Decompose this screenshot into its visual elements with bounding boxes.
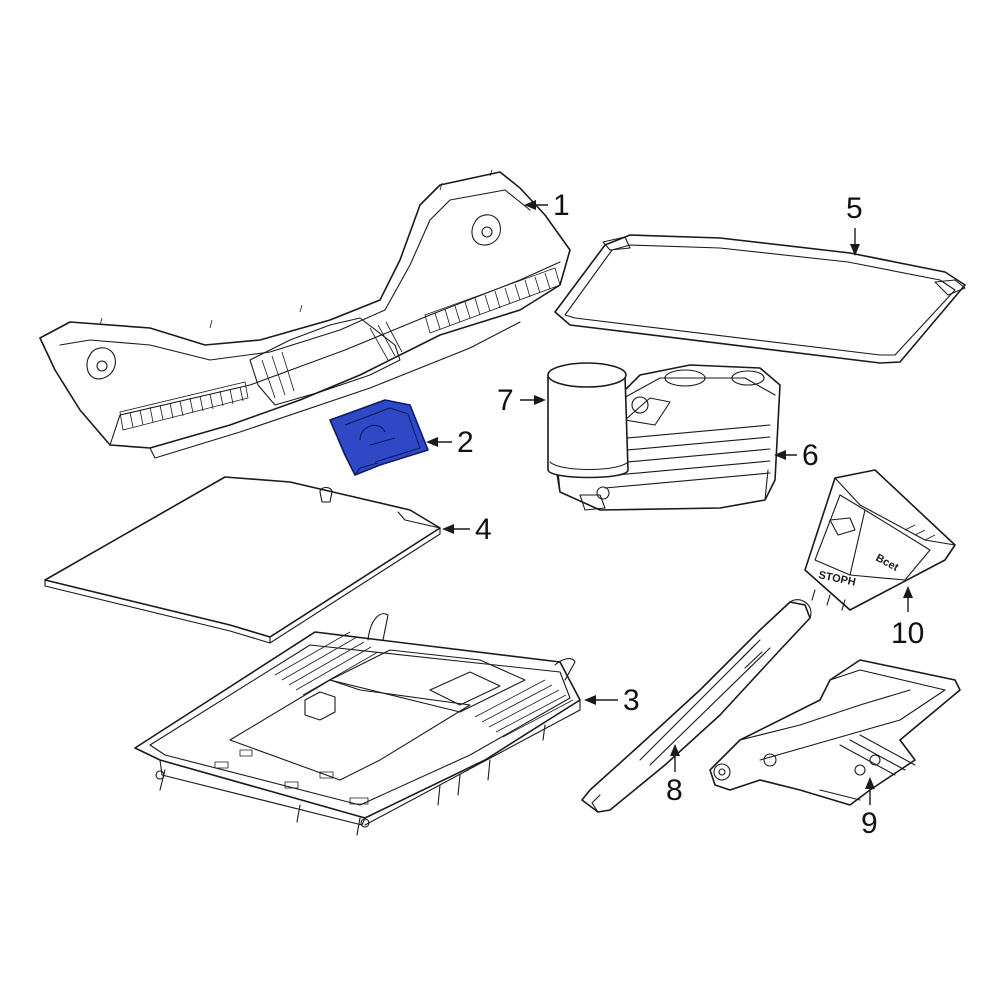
part-7-sealant-canister[interactable]: [547, 362, 629, 479]
callout-5: 5: [846, 192, 863, 256]
part-5-frame-panel[interactable]: [554, 234, 966, 364]
svg-text:9: 9: [861, 807, 878, 840]
part-10-wheel-chock[interactable]: Bcet STOPH: [804, 469, 956, 611]
callout-3: 3: [584, 684, 640, 717]
svg-text:3: 3: [623, 684, 640, 717]
part-2-access-cover[interactable]: [329, 399, 429, 476]
callout-4: 4: [442, 513, 492, 546]
part-8-jack-handle[interactable]: [581, 599, 812, 813]
callout-7: 7: [497, 384, 546, 417]
part-4-load-floor[interactable]: [44, 476, 441, 644]
svg-text:4: 4: [475, 513, 492, 546]
part-9-scissor-jack[interactable]: [709, 659, 961, 806]
svg-text:5: 5: [846, 192, 863, 225]
svg-text:6: 6: [802, 439, 819, 472]
svg-text:1: 1: [553, 189, 570, 222]
svg-text:8: 8: [666, 774, 683, 807]
part-3-storage-tray[interactable]: [134, 613, 581, 836]
callout-10: 10: [891, 586, 924, 650]
svg-text:10: 10: [891, 617, 924, 650]
callout-2: 2: [426, 426, 474, 459]
svg-text:2: 2: [457, 426, 474, 459]
svg-text:7: 7: [497, 384, 514, 417]
callout-8: 8: [666, 744, 683, 807]
part-1-sill-panel[interactable]: [39, 169, 571, 459]
callout-6: 6: [774, 439, 819, 472]
callout-9: 9: [861, 777, 878, 840]
callout-1: 1: [524, 189, 570, 222]
